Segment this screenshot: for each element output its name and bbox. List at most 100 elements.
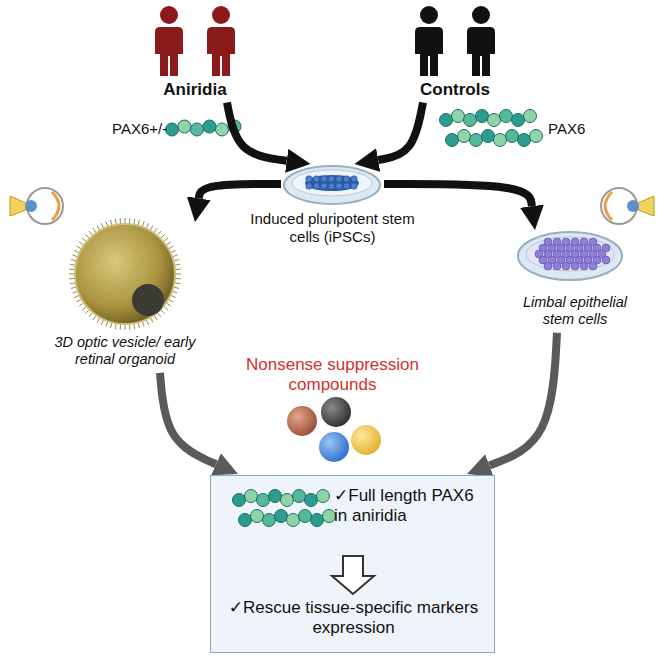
process-arrow [489,333,557,466]
gene-label: PAX6+/- [112,120,172,138]
cell [336,183,342,189]
cell [351,176,357,182]
limbal-cell [553,262,561,270]
process-arrow [384,184,532,206]
protein-bead [470,134,483,147]
protein-bead [482,130,495,143]
process-arrow [199,184,281,198]
protein-bead [524,110,537,123]
protein-bead [476,110,489,123]
stage-node: Limbal epithelial stem cells [495,222,655,329]
retinal-organoid [20,212,230,334]
protein-bead [191,123,204,136]
limbal-cell [544,262,552,270]
protein-bead [494,134,507,147]
cell [336,176,342,182]
stage-node: Induced pluripotent stem cells (iPSCs) [245,158,420,246]
cell [306,183,312,189]
protein-bead [311,514,324,527]
protein-bead [239,514,252,527]
protein-bead [518,134,531,147]
node-label: Controls [395,80,515,100]
person-head [160,6,178,24]
protein-bead [216,123,229,136]
protein-bead [305,494,318,507]
eye-icon [10,188,63,224]
person-body [415,27,443,76]
protein-bead [275,510,288,523]
protein-bead [452,110,465,123]
node-label: Limbal epithelial stem cells [509,294,641,329]
protein-bead [446,134,459,147]
limbal-cell [589,262,597,270]
process-arrow [378,102,423,160]
person-head [212,6,230,24]
person-body [155,27,183,76]
compound-balls [287,397,381,462]
protein-bead [281,494,294,507]
treatment-label: Nonsense suppression compounds [225,355,440,396]
protein-bead [488,114,501,127]
culture-dish [495,222,655,294]
eye-icon [601,188,654,224]
protein-bead [269,490,282,503]
result-box: ✓Full length PAX6 in aniridia ✓Rescue tis… [210,475,495,653]
protein-bead [293,490,306,503]
dish-base [292,170,372,196]
stage-node: Aniridia [135,4,255,100]
protein-bead [166,123,179,136]
node-label: Induced pluripotent stem cells (iPSCs) [245,210,420,246]
dish-rim [284,166,380,204]
protein-bead [512,114,525,127]
person-body [207,27,235,76]
protein-bead [245,490,258,503]
control-figures [395,4,515,80]
limbal-cell [562,262,570,270]
protein-bead [464,114,477,127]
cell [321,176,327,182]
cell [321,183,327,189]
down-arrow [332,556,374,594]
protein-bead [530,130,543,143]
result-text: ✓Full length PAX6 in aniridia [334,486,474,527]
protein-bead [287,514,300,527]
protein-bead [251,510,264,523]
ipsc-colony [305,175,359,191]
organoid-cilia [69,218,181,330]
protein-bead [203,120,216,133]
person-head [472,6,490,24]
protein-bead [458,130,471,143]
person-head [420,6,438,24]
cell [328,183,334,189]
dish-base [526,237,614,271]
process-arrow [227,102,287,160]
dish-rim [518,232,622,280]
cell [313,176,319,182]
result-text: ✓Rescue tissue-specific markers expressi… [226,598,481,639]
cell [343,176,349,182]
cell [351,183,357,189]
protein-bead [299,510,312,523]
limbal-cell [580,262,588,270]
organoid-sphere [75,224,175,324]
cell [306,176,312,182]
protein-bead [178,120,191,133]
limbal-cell [602,256,610,264]
pax6-protein-chains [166,110,543,147]
process-arrow [160,373,216,464]
person-body [467,27,495,76]
optic-cup [132,284,164,316]
cell [328,176,334,182]
protein-bead [323,510,336,523]
protein-bead [506,130,519,143]
limbal-cell [571,262,579,270]
protein-bead [257,494,270,507]
protein-bead [500,110,513,123]
node-label: Aniridia [135,80,255,100]
gene-label: PAX6 [548,120,608,138]
stage-node: 3D optic vesicle/ early retinal organoid [20,212,230,369]
culture-dish [245,158,420,210]
protein-bead [263,514,276,527]
stage-node: Controls [395,4,515,100]
patient-figures [135,4,255,80]
